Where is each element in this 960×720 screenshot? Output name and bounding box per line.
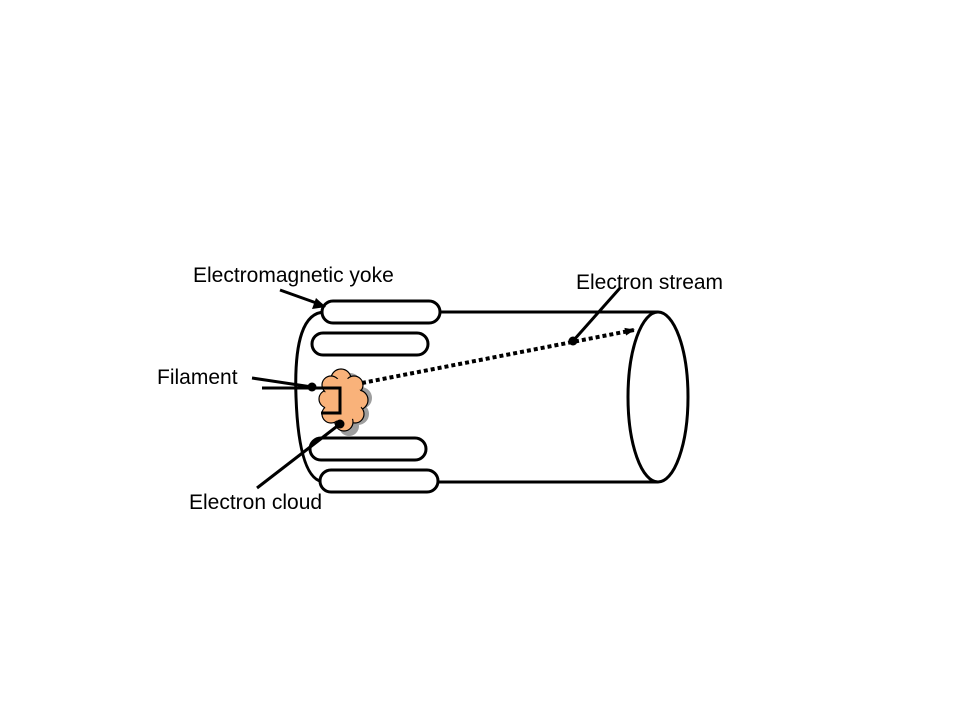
yoke-coil-bottom-inner [308,436,428,462]
stream-leader-dot [568,336,578,346]
yoke-coil-top-outer [320,299,442,325]
tube-back-end [294,310,326,484]
label-electron-cloud: Electron cloud [189,491,322,514]
filament-wire [262,386,342,415]
electron-cloud-shape [318,368,372,436]
filament-leader-line [251,376,313,389]
filament-leader-dot [307,382,317,392]
label-filament: Filament [157,366,238,389]
cloud-leader-dot [335,419,345,429]
leader-dots [307,336,578,429]
stream-leader-line [571,287,622,342]
yoke-coil-bottom-outer [318,468,440,494]
label-electromagnetic-yoke: Electromagnetic yoke [193,264,394,287]
label-electron-stream: Electron stream [576,271,723,294]
yoke-leader-arrowhead [312,298,326,309]
electron-cloud-core [324,378,362,422]
cloud-leader-line [256,422,341,490]
tube-screen [626,310,690,484]
yoke-coil-top-inner [310,331,430,357]
